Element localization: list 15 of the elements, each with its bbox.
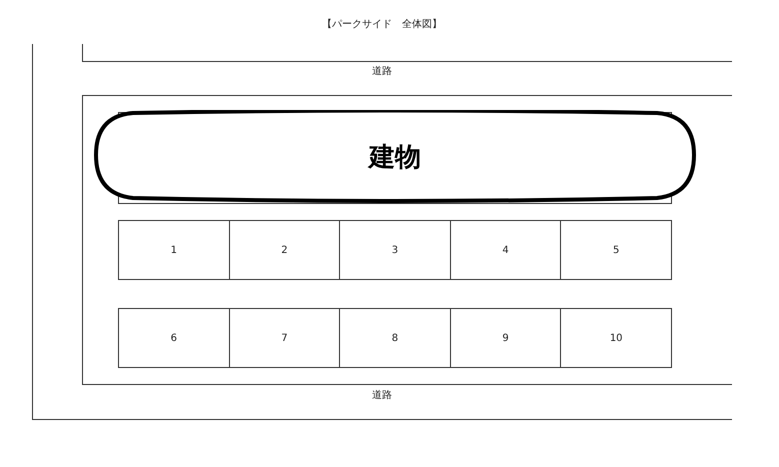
parking-space: 4 [450, 220, 562, 280]
parking-space: 10 [560, 308, 672, 368]
parking-space: 2 [228, 220, 340, 280]
parking-space: 3 [339, 220, 451, 280]
title: 【パークサイド 全体図】 [322, 18, 442, 31]
building-outline [93, 110, 697, 204]
building-label: 建物 [369, 142, 421, 174]
parking-space: 9 [450, 308, 562, 368]
parking-space: 5 [560, 220, 672, 280]
road-label: 道路 [372, 65, 392, 78]
parking-space: 6 [118, 308, 230, 368]
parking-space: 8 [339, 308, 451, 368]
road-label: 道路 [372, 389, 392, 402]
parking-space: 1 [118, 220, 230, 280]
parking-space: 7 [228, 308, 340, 368]
